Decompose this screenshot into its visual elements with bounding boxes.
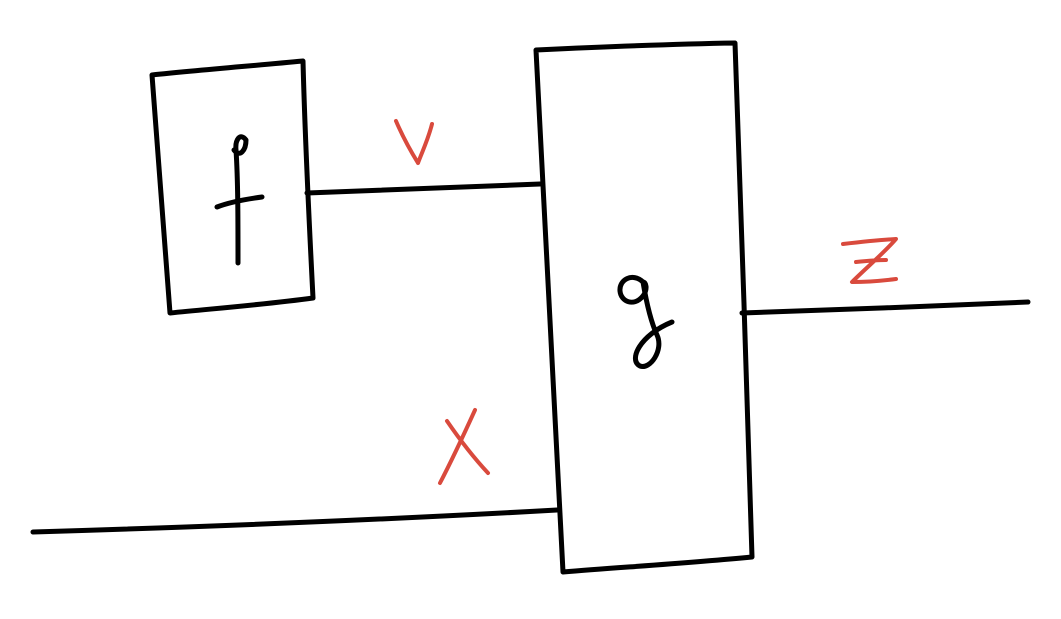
wire-y: Y <box>304 119 543 196</box>
box-g: g <box>533 40 755 575</box>
box-f: f <box>149 58 316 316</box>
letter-x-glyph <box>438 408 490 485</box>
letter-y-glyph <box>394 119 434 165</box>
box-g-label: g <box>617 275 675 369</box>
wire-x-line <box>30 507 560 535</box>
letter-f-glyph <box>231 134 249 266</box>
box-f-outline <box>149 58 316 316</box>
wire-y-text: Y <box>415 144 416 146</box>
wire-x-label: X <box>438 408 490 485</box>
wire-y-label: Y <box>394 119 434 165</box>
wire-z-line <box>739 299 1031 316</box>
box-g-outline <box>533 40 755 575</box>
letter-z-glyph <box>841 237 898 284</box>
box-f-label: f <box>214 134 265 266</box>
wire-x: X <box>30 408 560 535</box>
wire-z-label: Z <box>841 237 898 284</box>
letter-g-glyph <box>617 275 675 369</box>
wire-y-line <box>304 181 543 196</box>
wire-z: Z <box>739 237 1031 316</box>
